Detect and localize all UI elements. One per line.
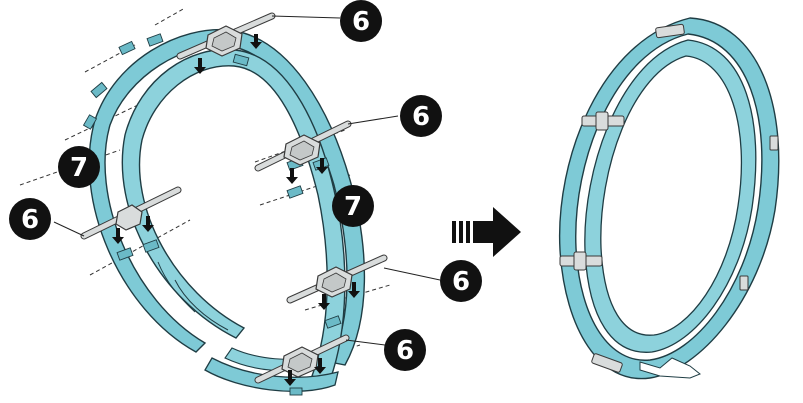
callout-label: 6 bbox=[396, 336, 414, 366]
callout-marker: 6 bbox=[400, 95, 442, 137]
assembled-clamps bbox=[559, 23, 779, 373]
callout-marker: 6 bbox=[384, 329, 426, 371]
clamp-assembly bbox=[254, 334, 350, 384]
assembled-outer-ring bbox=[558, 17, 780, 380]
down-arrow-icon bbox=[286, 168, 298, 184]
down-arrow-icon bbox=[348, 282, 360, 298]
clamp-assembly bbox=[176, 12, 276, 60]
leader-lines bbox=[53, 15, 441, 346]
down-arrow-icon bbox=[284, 370, 296, 386]
assembled-ring-gap bbox=[639, 357, 701, 379]
down-arrow-icon bbox=[142, 216, 154, 232]
insert-direction-arrows bbox=[112, 34, 360, 386]
clamp-assembly bbox=[254, 120, 352, 172]
outer-ring bbox=[88, 28, 366, 366]
exploded-assembly-view bbox=[19, 7, 441, 396]
down-arrow-icon bbox=[250, 34, 262, 49]
down-arrow-icon bbox=[316, 158, 328, 174]
callout-marker: 7 bbox=[332, 185, 374, 227]
assembled-inner-ring bbox=[584, 39, 757, 353]
down-arrow-icon bbox=[112, 228, 124, 244]
down-arrow-icon bbox=[314, 358, 326, 374]
inner-ring-slot bbox=[174, 279, 229, 331]
callout-label: 7 bbox=[344, 192, 362, 222]
outer-ring-band bbox=[88, 28, 366, 366]
inner-ring-slot bbox=[157, 261, 196, 313]
assembled-view bbox=[558, 17, 780, 380]
right-arrow-icon bbox=[452, 207, 521, 257]
callout-marker: 7 bbox=[58, 146, 100, 188]
clamp-assembly bbox=[80, 186, 182, 240]
down-arrow-icon bbox=[318, 294, 330, 310]
callout-markers: 6 6 7 6 7 6 6 bbox=[9, 0, 482, 371]
down-arrow-icon bbox=[194, 58, 206, 74]
callout-marker: 6 bbox=[440, 260, 482, 302]
callout-label: 7 bbox=[70, 153, 88, 183]
callout-label: 6 bbox=[352, 7, 370, 37]
clamp-assembly bbox=[286, 254, 388, 304]
callout-label: 6 bbox=[452, 267, 470, 297]
callout-marker: 6 bbox=[340, 0, 382, 42]
callout-label: 6 bbox=[21, 205, 39, 235]
callout-marker: 6 bbox=[9, 198, 51, 240]
callout-label: 6 bbox=[412, 102, 430, 132]
